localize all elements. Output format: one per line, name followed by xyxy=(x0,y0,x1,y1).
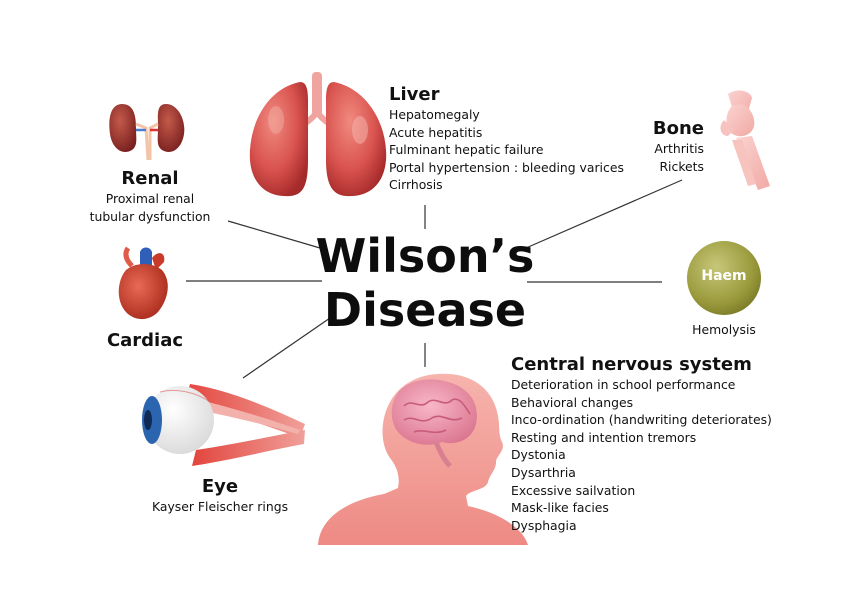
knee-bone-icon xyxy=(720,90,770,190)
liver-item: Fulminant hepatic failure xyxy=(389,142,544,158)
eye-caption: Kayser Fleischer rings xyxy=(151,499,289,514)
liver-heading: Liver xyxy=(389,84,440,105)
cns-item: Excessive sailvation xyxy=(511,482,636,498)
cardiac-heading: Cardiac xyxy=(106,330,184,351)
liver-list: Hepatomegaly Acute hepatitis Fulminant h… xyxy=(389,106,624,194)
cns-section: Central nervous system Deterioration in … xyxy=(511,354,772,534)
connector-bone xyxy=(525,179,683,249)
liver-item: Hepatomegaly xyxy=(389,107,480,122)
liver-item: Portal hypertension : bleeding varices xyxy=(389,159,624,175)
bone-list: Arthritis Rickets xyxy=(604,140,704,175)
cns-item: Resting and intention tremors xyxy=(511,429,697,445)
title-line-1: Wilson’s xyxy=(315,229,535,283)
bone-heading: Bone xyxy=(652,118,704,139)
haem-caption: Hemolysis xyxy=(692,322,756,337)
bone-item: Arthritis xyxy=(654,141,704,156)
renal-section: Renal Proximal renal tubular dysfunction xyxy=(80,168,220,225)
renal-heading: Renal xyxy=(121,168,179,189)
title-line-2: Disease xyxy=(323,283,527,337)
bone-item: Rickets xyxy=(659,158,704,174)
liver-item: Cirrhosis xyxy=(389,177,443,193)
heart-icon xyxy=(118,246,168,320)
cns-heading: Central nervous system xyxy=(511,354,752,375)
liver-section: Liver Hepatomegaly Acute hepatitis Fulmi… xyxy=(389,84,624,194)
haem-badge: Haem xyxy=(701,268,747,284)
cns-item: Inco-ordination (handwriting deteriorate… xyxy=(511,412,772,428)
cns-item: Dystonia xyxy=(511,447,566,463)
cns-item: Behavioral changes xyxy=(511,394,634,410)
eye-heading: Eye xyxy=(201,476,239,497)
renal-list: Proximal renal tubular dysfunction xyxy=(80,190,220,225)
eye-section: Eye Kayser Fleischer rings xyxy=(140,476,300,516)
renal-item: Proximal renal xyxy=(105,191,195,206)
cns-item: Mask-like facies xyxy=(511,500,609,516)
haem-circle-icon xyxy=(687,241,761,315)
cns-item: Dysarthria xyxy=(511,464,576,480)
cns-list: Deterioration in school performance Beha… xyxy=(511,376,772,534)
connector-renal xyxy=(227,220,321,249)
lungs-icon xyxy=(249,72,387,197)
kidneys-icon xyxy=(109,104,185,161)
renal-item: tubular dysfunction xyxy=(89,208,211,224)
head-brain-icon xyxy=(318,373,528,545)
connector-eye xyxy=(242,317,331,379)
bone-section: Bone Arthritis Rickets xyxy=(604,118,704,175)
connector-lines xyxy=(186,179,683,379)
cns-item: Deterioration in school performance xyxy=(511,377,736,392)
eye-icon xyxy=(142,384,305,466)
cns-item: Dysphagia xyxy=(511,517,577,533)
liver-item: Acute hepatitis xyxy=(389,124,483,140)
